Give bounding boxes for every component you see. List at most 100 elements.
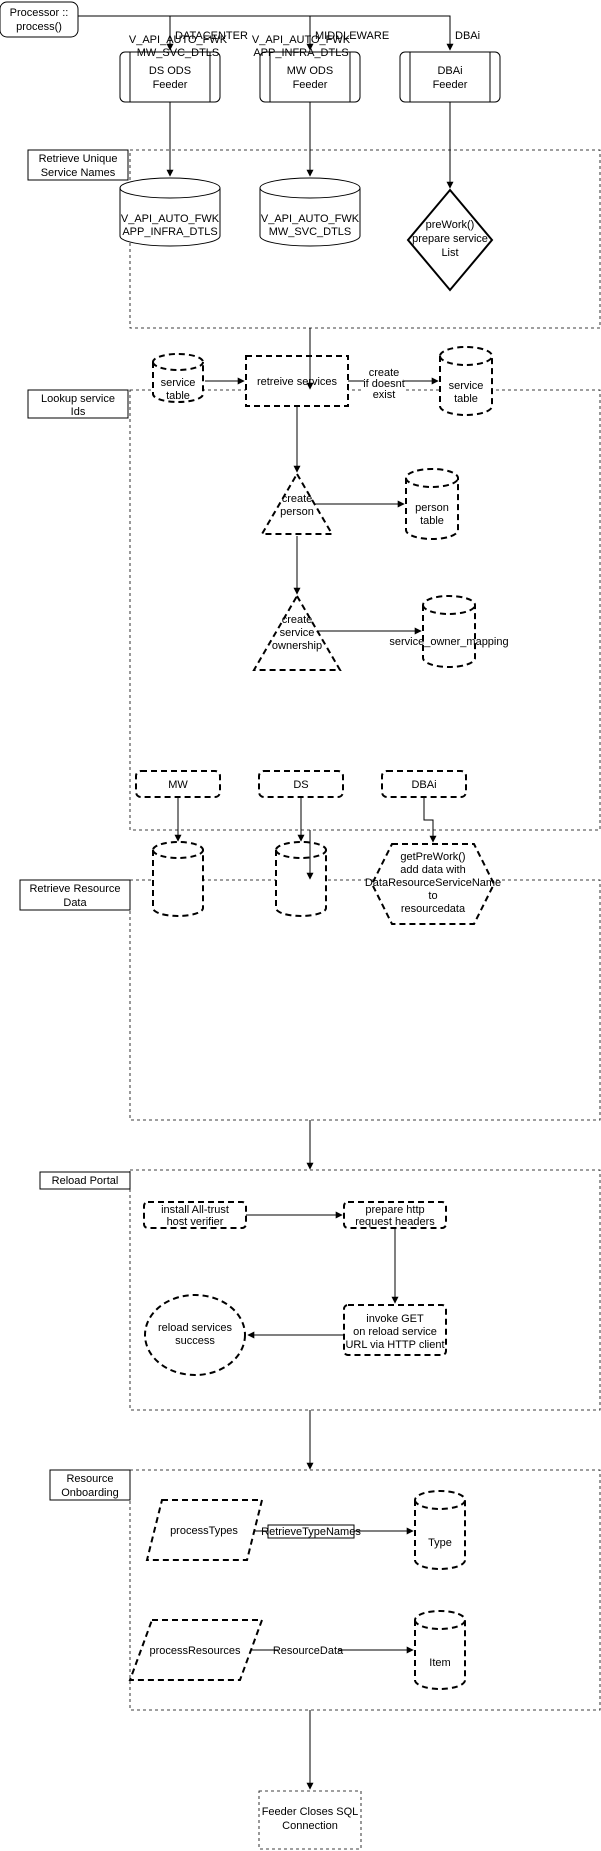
svg-text:preWork(): preWork() — [426, 219, 475, 231]
svg-text:request headers: request headers — [355, 1216, 435, 1228]
svg-text:Item: Item — [429, 1657, 450, 1669]
section-onboarding-container — [129, 1469, 601, 1711]
svg-text:person: person — [280, 506, 314, 518]
svg-text:Onboarding: Onboarding — [61, 1487, 119, 1499]
edge-label-create-if-doesnt-exist: create if doesnt exist — [363, 366, 405, 401]
svg-text:MW: MW — [168, 779, 188, 791]
create-ownership-node[interactable]: create service ownership — [252, 594, 342, 671]
mw-ods-feeder[interactable]: MW ODS Feeder — [259, 51, 361, 103]
svg-text:DataResourceServiceName: DataResourceServiceName — [365, 877, 501, 889]
svg-text:V_API_AUTO_FWK: V_API_AUTO_FWK — [129, 34, 228, 46]
type-table: Type — [414, 1490, 466, 1570]
svg-text:create: create — [369, 367, 400, 379]
svg-text:Feeder: Feeder — [293, 79, 328, 91]
edge-label-datacenter: DATACENTER — [175, 30, 248, 42]
svg-text:create: create — [282, 493, 313, 505]
retrieve-services-node[interactable]: retreive services — [245, 355, 349, 407]
prepare-headers-node[interactable]: prepare http request headers — [343, 1201, 447, 1229]
svg-text:table: table — [166, 390, 190, 402]
dbai-source-node[interactable]: DBAi — [381, 770, 467, 798]
ds-infra-database-2: V_API_AUTO_FWK APP_INFRA_DTLS — [252, 34, 351, 917]
item-table: Item — [414, 1610, 466, 1690]
svg-text:Data: Data — [63, 897, 87, 909]
prework-decision[interactable]: preWork() prepare service List — [406, 188, 494, 292]
svg-text:Feeder Closes SQL: Feeder Closes SQL — [262, 1806, 359, 1818]
svg-text:RetrieveTypeNames: RetrieveTypeNames — [261, 1526, 361, 1538]
mw-source-node[interactable]: MW — [135, 770, 221, 798]
reload-success-node: reload services success — [144, 1294, 246, 1376]
process-resources-node[interactable]: processResources — [128, 1619, 264, 1681]
section-lookup-container — [129, 389, 601, 831]
svg-text:create: create — [282, 614, 313, 626]
svg-text:exist: exist — [373, 389, 396, 401]
svg-text:processResources: processResources — [149, 1645, 241, 1657]
processor-node[interactable]: Processor :: process() — [0, 1, 79, 38]
svg-text:prepare service: prepare service — [412, 233, 488, 245]
svg-text:processTypes: processTypes — [170, 1525, 238, 1537]
edge-label-middleware: MIDDLEWARE — [315, 30, 389, 42]
svg-text:table: table — [454, 393, 478, 405]
svg-text:Feeder: Feeder — [153, 79, 188, 91]
svg-text:ownership: ownership — [272, 640, 322, 652]
svg-text:DS ODS: DS ODS — [149, 65, 191, 77]
svg-text:Reload Portal: Reload Portal — [52, 1175, 119, 1187]
svg-text:process(): process() — [16, 21, 62, 33]
edge-label-resource-data: ResourceData — [273, 1644, 344, 1657]
svg-text:host verifier: host verifier — [167, 1216, 224, 1228]
svg-text:install All-trust: install All-trust — [161, 1204, 229, 1216]
svg-text:resourcedata: resourcedata — [401, 903, 466, 915]
svg-text:Connection: Connection — [282, 1820, 338, 1832]
svg-text:DBAi: DBAi — [411, 779, 436, 791]
invoke-get-node[interactable]: invoke GET on reload service URL via HTT… — [343, 1304, 447, 1356]
svg-text:person: person — [415, 502, 449, 514]
edge-dbai-to-getprework — [423, 797, 437, 843]
svg-text:Ids: Ids — [71, 406, 86, 418]
svg-text:MW_SVC_DTLS: MW_SVC_DTLS — [269, 226, 352, 238]
create-person-node[interactable]: create person — [260, 472, 334, 535]
svg-text:V_API_AUTO_FWK: V_API_AUTO_FWK — [261, 213, 360, 225]
mw-svc-database: V_API_AUTO_FWK MW_SVC_DTLS — [259, 177, 361, 247]
dbai-getprework-node[interactable]: getPreWork() add data with DataResourceS… — [365, 843, 501, 925]
svg-text:Service Names: Service Names — [41, 167, 116, 179]
install-verifier-node[interactable]: install All-trust host verifier — [143, 1201, 247, 1229]
ds-source-node[interactable]: DS — [258, 770, 344, 798]
ds-ods-feeder[interactable]: DS ODS Feeder — [119, 51, 221, 103]
svg-text:APP_INFRA_DTLS: APP_INFRA_DTLS — [122, 226, 217, 238]
svg-text:ResourceData: ResourceData — [273, 1645, 344, 1657]
section-label-resource-data: Retrieve Resource Data — [19, 879, 131, 911]
svg-text:on reload service: on reload service — [353, 1326, 437, 1338]
svg-text:Processor ::: Processor :: — [10, 7, 69, 19]
edge-processor-dbai — [78, 15, 454, 51]
svg-text:Retrieve Unique: Retrieve Unique — [39, 153, 118, 165]
section-label-reload: Reload Portal — [39, 1171, 131, 1190]
process-types-node[interactable]: processTypes — [145, 1499, 264, 1561]
svg-text:DBAi: DBAi — [437, 65, 462, 77]
feeder-closes-node[interactable]: Feeder Closes SQL Connection — [258, 1790, 362, 1850]
section-reload-container — [129, 1169, 601, 1411]
svg-text:service: service — [161, 377, 196, 389]
service-table-input: service table — [152, 353, 204, 403]
svg-text:Type: Type — [428, 1537, 452, 1549]
section-label-retrieve-names: Retrieve Unique Service Names — [27, 149, 129, 181]
mw-svc-database-2: V_API_AUTO_FWK MW_SVC_DTLS — [129, 34, 228, 917]
svg-text:Lookup service: Lookup service — [41, 393, 115, 405]
svg-text:invoke GET: invoke GET — [366, 1313, 424, 1325]
svg-text:MW_SVC_DTLS: MW_SVC_DTLS — [137, 47, 220, 59]
svg-text:retreive services: retreive services — [257, 376, 338, 388]
svg-text:service: service — [280, 627, 315, 639]
svg-text:DS: DS — [293, 779, 308, 791]
svg-text:List: List — [441, 247, 458, 259]
svg-text:table: table — [420, 515, 444, 527]
svg-text:Retrieve Resource: Retrieve Resource — [29, 883, 120, 895]
svg-text:MW ODS: MW ODS — [287, 65, 333, 77]
service-table-output: service table — [439, 346, 493, 416]
svg-text:URL via HTTP client: URL via HTTP client — [345, 1339, 444, 1351]
svg-text:add data with: add data with — [400, 864, 465, 876]
svg-text:Feeder: Feeder — [433, 79, 468, 91]
svg-text:if doesnt: if doesnt — [363, 378, 405, 390]
dbai-feeder[interactable]: DBAi Feeder — [399, 51, 501, 103]
svg-text:service: service — [449, 380, 484, 392]
svg-text:APP_INFRA_DTLS: APP_INFRA_DTLS — [253, 47, 348, 59]
